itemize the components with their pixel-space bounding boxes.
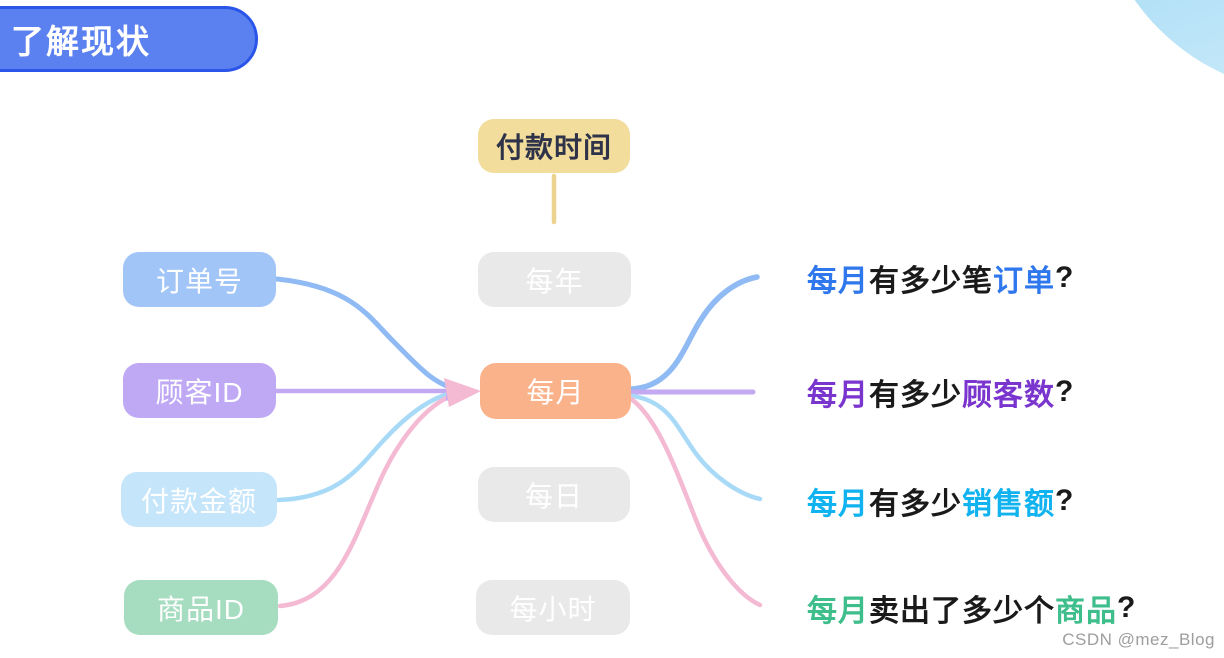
time-label: 每月 xyxy=(526,377,585,408)
field-label: 付款金额 xyxy=(140,485,257,517)
converge-arrowhead-pink xyxy=(444,378,481,407)
field-label: 付款时间 xyxy=(495,132,612,163)
field-box-customer-id: 顾客ID xyxy=(123,363,276,418)
question-segment: 销售额 xyxy=(962,488,1055,521)
banner-label: 了解现状 xyxy=(11,23,151,60)
time-box-daily: 每日 xyxy=(478,467,630,522)
question-segment: 有多少 xyxy=(869,488,962,521)
section-banner: 了解现状 xyxy=(0,6,258,72)
time-label: 每日 xyxy=(524,480,583,512)
question-segment: ? xyxy=(1055,484,1075,517)
question-orders-per-month: 每月有多少笔订单? xyxy=(807,258,1074,298)
field-label: 商品ID xyxy=(156,593,245,625)
field-box-product-id: 商品ID xyxy=(124,580,278,635)
arrow-payamount-to-month xyxy=(275,389,459,503)
field-box-payment-amount: 付款金额 xyxy=(121,472,277,527)
question-segment: 卖出了多少个 xyxy=(869,595,1055,628)
question-segment: 商品 xyxy=(1055,595,1117,628)
question-segment: 每月 xyxy=(807,379,869,412)
time-box-yearly: 每年 xyxy=(478,252,631,307)
question-segment: 每月 xyxy=(807,265,869,298)
field-label: 订单号 xyxy=(155,265,243,297)
arrow-order-to-month xyxy=(274,276,459,392)
question-segment: 有多少 xyxy=(869,379,962,412)
time-label: 每年 xyxy=(525,265,584,297)
question-segment: 有多少笔 xyxy=(869,265,993,298)
arrow-month-to-q1 xyxy=(629,274,760,392)
arrow-product-to-month xyxy=(277,391,459,609)
question-segment: ? xyxy=(1055,375,1075,408)
question-segment: 每月 xyxy=(807,488,869,521)
question-segment: 每月 xyxy=(807,595,869,628)
question-customers-per-month: 每月有多少顾客数? xyxy=(807,372,1074,412)
field-label: 顾客ID xyxy=(155,376,244,408)
time-box-monthly: 每月 xyxy=(480,363,631,419)
field-box-order-no: 订单号 xyxy=(123,252,276,307)
field-box-payment-time: 付款时间 xyxy=(478,119,630,173)
question-products-per-month: 每月卖出了多少个商品? xyxy=(807,588,1136,628)
arrow-month-to-q3 xyxy=(630,393,763,502)
watermark: CSDN @mez_Blog xyxy=(1062,630,1215,649)
time-label: 每小时 xyxy=(509,593,597,625)
question-segment: ? xyxy=(1117,591,1137,624)
question-segment: 订单 xyxy=(993,265,1055,298)
time-box-hourly: 每小时 xyxy=(476,580,630,635)
question-segment: ? xyxy=(1055,261,1075,294)
question-segment: 顾客数 xyxy=(962,379,1055,412)
arrow-month-to-q4 xyxy=(627,395,763,608)
question-sales-per-month: 每月有多少销售额? xyxy=(807,481,1074,521)
